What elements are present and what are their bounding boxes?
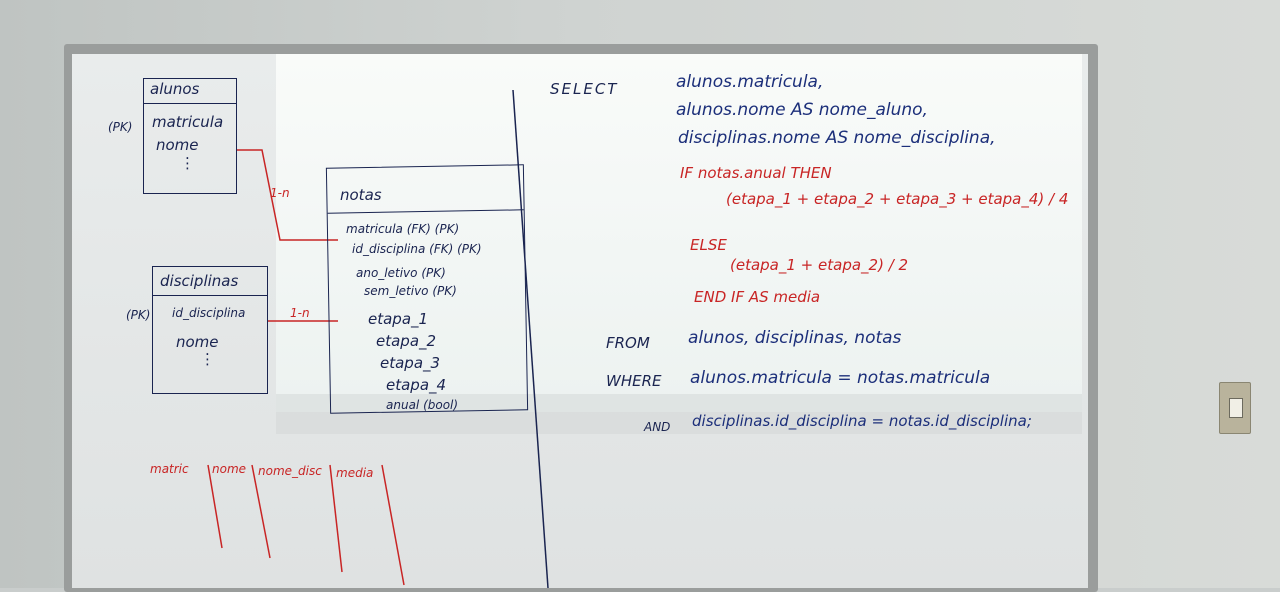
result-column-divider bbox=[381, 464, 405, 586]
alunos-pk-label: (PK) bbox=[108, 120, 133, 134]
relation-label-alunos-notas: 1-n bbox=[270, 186, 290, 200]
notas-field: ano_letivo (PK) bbox=[356, 266, 446, 280]
sql-from-keyword: FROM bbox=[606, 334, 650, 352]
whiteboard bbox=[72, 54, 1088, 588]
result-column-divider bbox=[207, 464, 223, 549]
result-column-header: media bbox=[336, 466, 374, 480]
relation-label-disciplinas-notas: 1-n bbox=[290, 306, 310, 320]
sql-end-if-line: END IF AS media bbox=[694, 288, 821, 306]
notas-field: anual (bool) bbox=[386, 398, 459, 412]
notas-field: etapa_4 bbox=[386, 376, 447, 394]
disciplinas-field: ⋮ bbox=[200, 350, 215, 368]
notas-title: notas bbox=[340, 186, 382, 204]
notas-field: sem_letivo (PK) bbox=[364, 284, 457, 298]
light-switch[interactable] bbox=[1219, 382, 1251, 434]
sql-if-line: IF notas.anual THEN bbox=[680, 164, 832, 182]
sql-then-expression: (etapa_1 + etapa_2 + etapa_3 + etapa_4) … bbox=[726, 190, 1069, 208]
sql-else-expression: (etapa_1 + etapa_2) / 2 bbox=[730, 256, 909, 274]
notas-field: etapa_1 bbox=[368, 310, 429, 328]
sql-and-condition: disciplinas.id_disciplina = notas.id_dis… bbox=[692, 412, 1032, 430]
projected-taskbar-shadow bbox=[276, 394, 1082, 434]
light-switch-toggle[interactable] bbox=[1229, 398, 1243, 418]
alunos-title: alunos bbox=[150, 80, 200, 98]
sql-select-line: disciplinas.nome AS nome_disciplina, bbox=[678, 128, 996, 148]
alunos-field: matricula bbox=[152, 113, 224, 131]
sql-and-keyword: AND bbox=[644, 420, 671, 434]
sql-where-keyword: WHERE bbox=[606, 372, 662, 390]
sql-select-line: alunos.nome AS nome_aluno, bbox=[676, 100, 928, 120]
board-divider-line bbox=[512, 89, 549, 588]
result-column-header: nome bbox=[212, 462, 247, 476]
sql-else-keyword: ELSE bbox=[690, 236, 727, 254]
disciplinas-title: disciplinas bbox=[160, 272, 239, 290]
disciplinas-field: id_disciplina bbox=[172, 306, 246, 320]
sql-select-line: alunos.matricula, bbox=[676, 72, 824, 92]
result-column-divider bbox=[329, 464, 343, 573]
notas-field: etapa_2 bbox=[376, 332, 437, 350]
result-column-header: nome_disc bbox=[258, 464, 322, 478]
result-column-header: matric bbox=[150, 462, 189, 476]
notas-field: matricula (FK) (PK) bbox=[346, 222, 460, 236]
alunos-table bbox=[143, 78, 237, 194]
sql-where-condition: alunos.matricula = notas.matricula bbox=[690, 368, 991, 388]
notas-field: etapa_3 bbox=[380, 354, 441, 372]
result-column-divider bbox=[251, 464, 271, 559]
sql-from-tables: alunos, disciplinas, notas bbox=[688, 328, 902, 348]
notas-field: id_disciplina (FK) (PK) bbox=[352, 242, 482, 256]
projected-screen-light bbox=[276, 54, 1082, 412]
disciplinas-pk-label: (PK) bbox=[126, 308, 151, 322]
alunos-field: ⋮ bbox=[180, 154, 195, 172]
disciplinas-field: nome bbox=[176, 333, 219, 351]
sql-select-keyword: SELECT bbox=[550, 80, 619, 98]
relation-line-alunos-notas bbox=[237, 149, 338, 241]
alunos-field: nome bbox=[156, 136, 199, 154]
disciplinas-table bbox=[152, 266, 268, 394]
